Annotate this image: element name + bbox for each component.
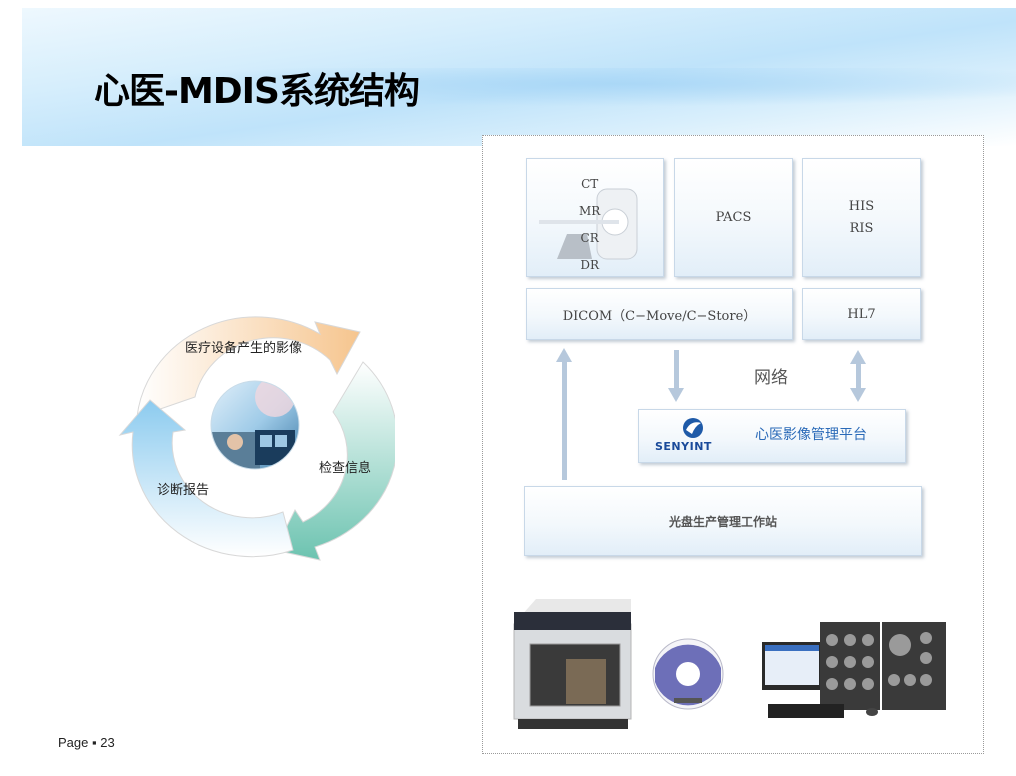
slide-title: 心医-MDIS系统结构 bbox=[94, 71, 420, 112]
network-label: 网络 bbox=[754, 368, 788, 388]
center-disc-image bbox=[211, 381, 299, 469]
modality-list: CT MR CR DR bbox=[579, 171, 600, 279]
page-separator: ▪ bbox=[92, 735, 97, 750]
his-ris-box: HIS RIS bbox=[802, 158, 921, 277]
page-number-value: 23 bbox=[100, 735, 115, 750]
platform-label: 心医影像管理平台 bbox=[755, 427, 867, 443]
hl7-box: HL7 bbox=[802, 288, 921, 340]
senyint-logo-icon bbox=[683, 418, 703, 438]
ct-scanner-icon bbox=[539, 188, 638, 260]
hl7-label: HL7 bbox=[847, 306, 876, 322]
cycle-arrow-images bbox=[136, 316, 361, 418]
modality-cr: CR bbox=[580, 231, 599, 245]
disc-publisher-icon bbox=[513, 599, 632, 729]
cycle-label-exam-info: 检查信息 bbox=[319, 461, 372, 476]
modality-mr: MR bbox=[579, 204, 601, 218]
workstation-box: 光盘生产管理工作站 bbox=[524, 486, 922, 556]
cycle-diagram: 医疗设备产生的影像 检查信息 诊断报告 bbox=[115, 302, 398, 562]
workstation-label: 光盘生产管理工作站 bbox=[668, 514, 777, 529]
page-number: Page ▪ 23 bbox=[58, 735, 115, 750]
title-banner bbox=[22, 8, 1016, 148]
pacs-box: PACS bbox=[674, 158, 793, 277]
his-label: HIS bbox=[848, 198, 875, 214]
senyint-logo-text: SENYINT bbox=[655, 440, 712, 453]
page-label: Page bbox=[58, 735, 89, 750]
ris-label: RIS bbox=[849, 220, 874, 236]
modality-ct: CT bbox=[581, 177, 599, 191]
modality-dr: DR bbox=[580, 258, 599, 272]
cd-disc-icon bbox=[652, 638, 724, 710]
cycle-arrow-report bbox=[118, 399, 294, 558]
dicom-label: DICOM（C−Move/C−Store） bbox=[562, 308, 757, 324]
pacs-label: PACS bbox=[715, 210, 752, 225]
modalities-box: CT MR CR DR bbox=[526, 158, 664, 277]
cycle-arrows bbox=[118, 316, 398, 561]
platform-box: SENYINT 心医影像管理平台 bbox=[638, 409, 906, 463]
cycle-label-report: 诊断报告 bbox=[157, 483, 210, 498]
diagnostic-workstation-icon bbox=[762, 622, 946, 718]
dicom-box: DICOM（C−Move/C−Store） bbox=[526, 288, 793, 340]
cycle-label-images: 医疗设备产生的影像 bbox=[185, 341, 303, 356]
